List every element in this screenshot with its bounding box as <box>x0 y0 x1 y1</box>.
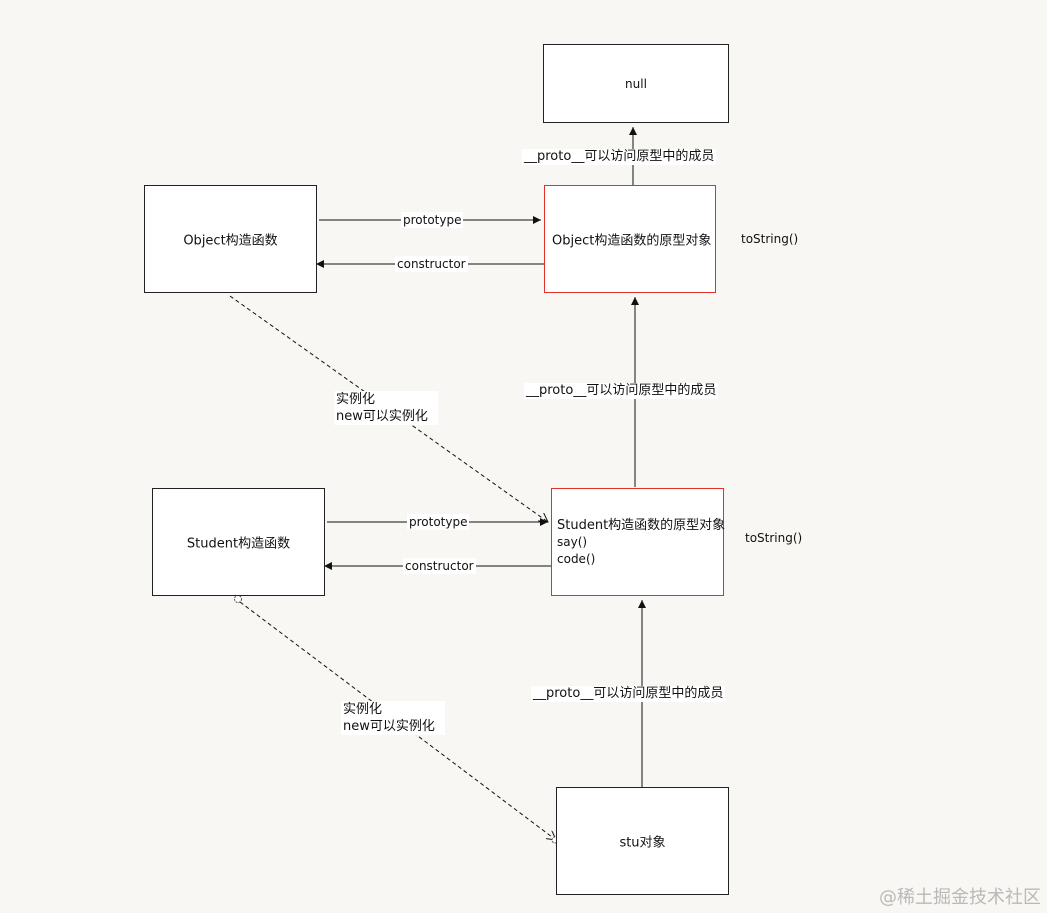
student-constructor-label: Student构造函数 <box>186 536 291 552</box>
proto-label-bottom: __proto__可以访问原型中的成员 <box>531 686 726 702</box>
proto-label-middle: __proto__可以访问原型中的成员 <box>524 383 719 399</box>
student-prototype-member: say() <box>557 535 588 549</box>
null-node: null <box>543 44 729 123</box>
student-prototype-label: Student构造函数的原型对象 <box>557 518 726 533</box>
object-prototype-node: Object构造函数的原型对象 <box>544 185 716 293</box>
student-constructor-edge-label: constructor <box>403 558 476 574</box>
student-prototype-node: Student构造函数的原型对象 say() code() <box>551 488 725 596</box>
student-instantiate-label: 实例化 new可以实例化 <box>341 701 445 735</box>
stu-object-label: stu对象 <box>619 835 666 851</box>
site-watermark: @稀土掘金技术社区 <box>879 887 1041 908</box>
object-constructor-label: Object构造函数 <box>183 233 278 249</box>
object-proto-method-note: toString() <box>741 232 799 246</box>
proto-label-top: __proto__可以访问原型中的成员 <box>522 149 717 165</box>
object-prototype-edge-label: prototype <box>401 212 464 228</box>
student-constructor-node: Student构造函数 <box>152 488 325 596</box>
student-prototype-edge-label: prototype <box>407 514 470 530</box>
edge-student-instantiate-start <box>234 595 242 603</box>
student-prototype-member: code() <box>557 552 596 566</box>
new-instantiate-text: new可以实例化 <box>343 719 435 734</box>
object-prototype-label: Object构造函数的原型对象 <box>552 233 712 249</box>
null-node-label: null <box>625 76 647 91</box>
new-instantiate-text: new可以实例化 <box>336 409 428 424</box>
object-constructor-node: Object构造函数 <box>144 185 317 293</box>
object-constructor-edge-label: constructor <box>395 256 468 272</box>
instantiate-text: 实例化 <box>336 392 376 407</box>
instantiate-text: 实例化 <box>343 702 383 717</box>
object-instantiate-label: 实例化 new可以实例化 <box>334 391 438 425</box>
edge-object-instantiate <box>229 295 548 522</box>
student-prototype-content: Student构造函数的原型对象 say() code() <box>557 517 725 568</box>
student-proto-method-note: toString() <box>745 531 803 545</box>
stu-object-node: stu对象 <box>556 787 729 895</box>
